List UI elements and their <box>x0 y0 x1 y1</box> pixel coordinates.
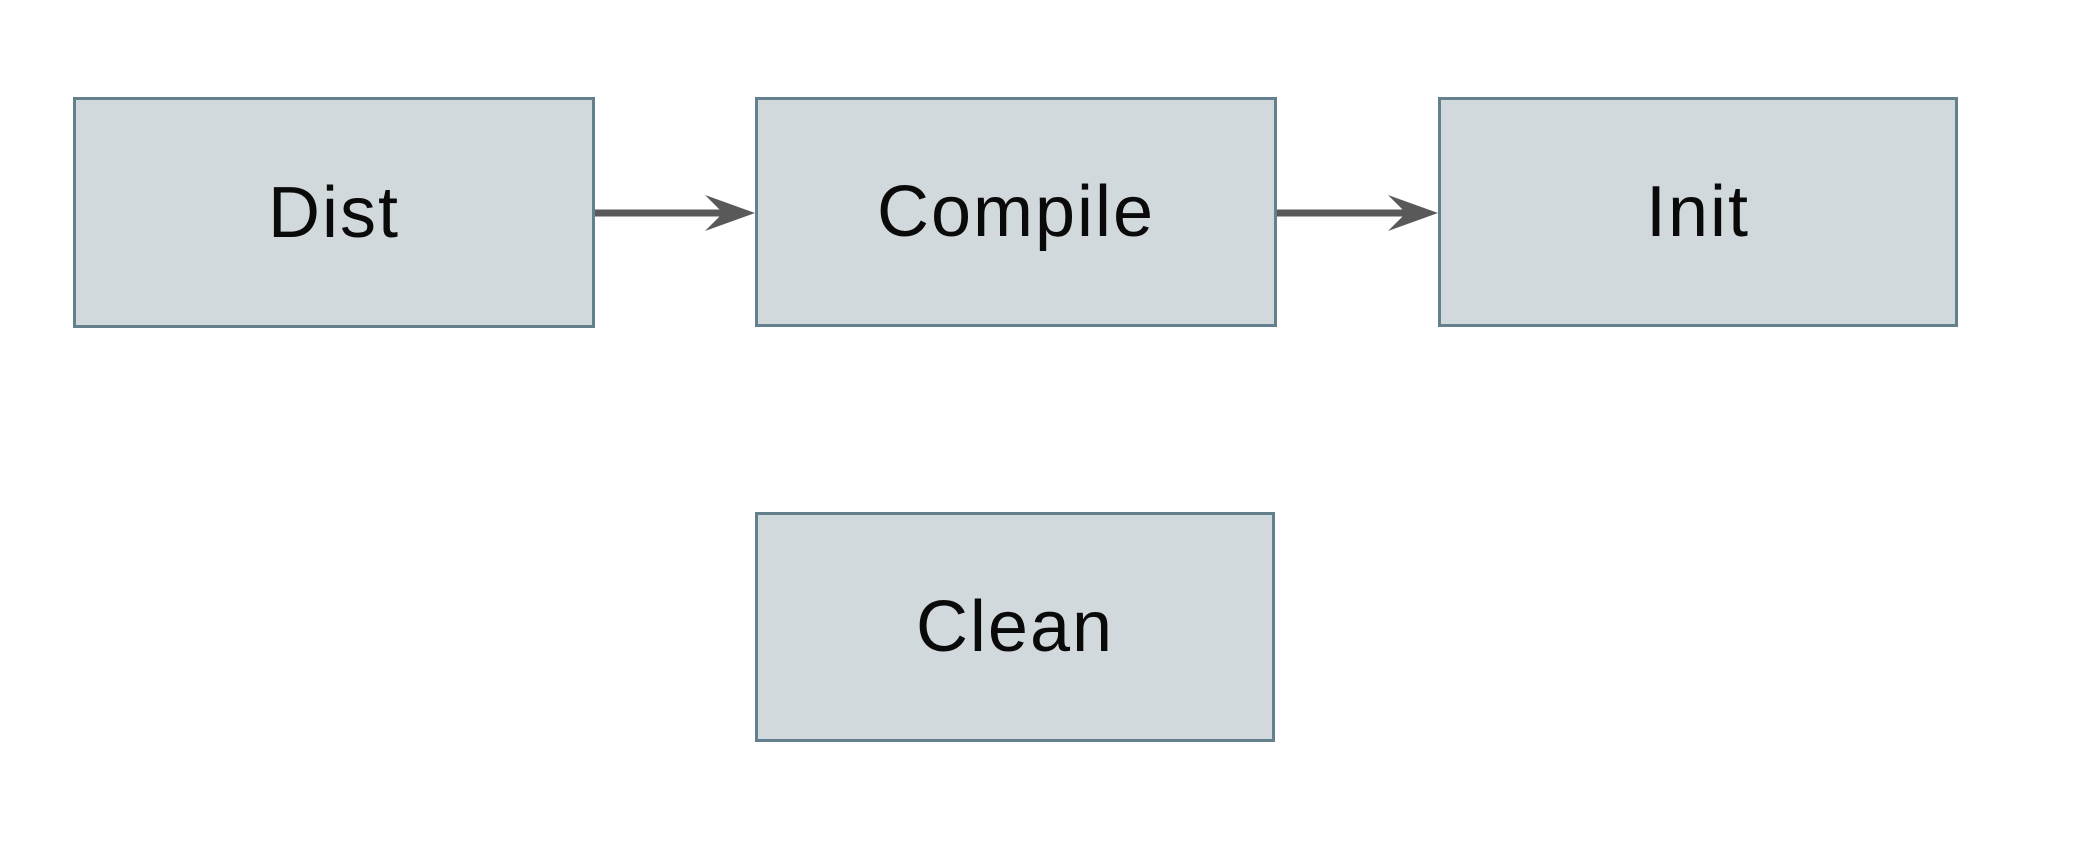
arrowhead-icon <box>1388 195 1438 231</box>
node-dist: Dist <box>73 97 595 328</box>
node-dist-label: Dist <box>268 172 400 253</box>
arrowhead-icon <box>705 195 755 231</box>
node-init-label: Init <box>1645 172 1751 252</box>
node-clean: Clean <box>755 512 1275 742</box>
arrow-dist-to-compile <box>595 195 755 231</box>
arrow-compile-to-init <box>1277 195 1438 231</box>
node-compile-label: Compile <box>876 172 1156 252</box>
node-compile: Compile <box>755 97 1277 327</box>
node-init: Init <box>1438 97 1958 327</box>
node-clean-label: Clean <box>915 587 1115 667</box>
